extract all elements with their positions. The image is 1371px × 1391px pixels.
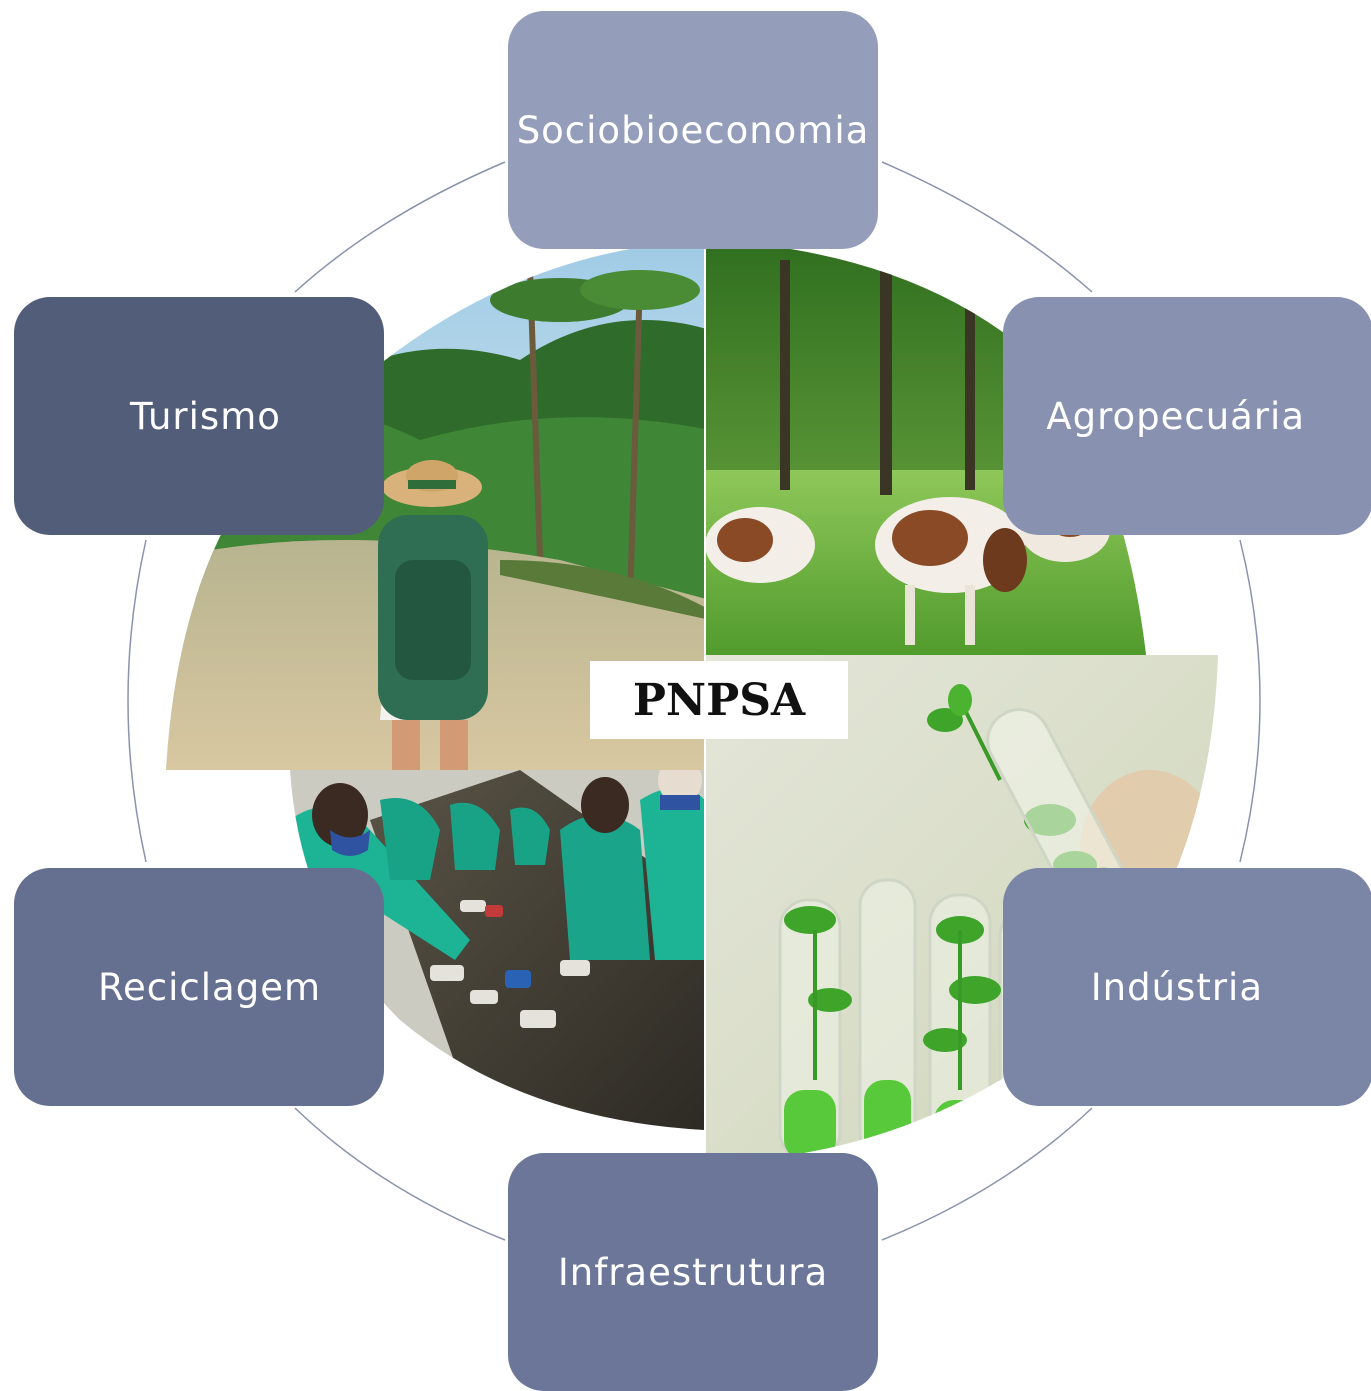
connector-arc-bottom-right [881, 1107, 1093, 1241]
center-label-pnpsa: PNPSA [590, 661, 848, 739]
connector-arc-bottom-left [294, 1107, 506, 1241]
node-reciclagem: Reciclagem [14, 868, 384, 1106]
node-sociobioeconomia: Sociobioeconomia [508, 11, 878, 249]
connector-arc-top-left [294, 161, 506, 293]
connector-arc-right [1239, 539, 1261, 863]
photo-recycling [290, 770, 705, 1130]
connector-ring [127, 161, 1261, 1241]
node-agropecuaria: Agropecuária [1003, 297, 1371, 535]
node-industria: Indústria [1003, 868, 1371, 1106]
connector-arc-left [127, 539, 147, 863]
connector-arc-top-right [881, 161, 1093, 293]
node-turismo: Turismo [14, 297, 384, 535]
node-infraestrutura: Infraestrutura [508, 1153, 878, 1391]
